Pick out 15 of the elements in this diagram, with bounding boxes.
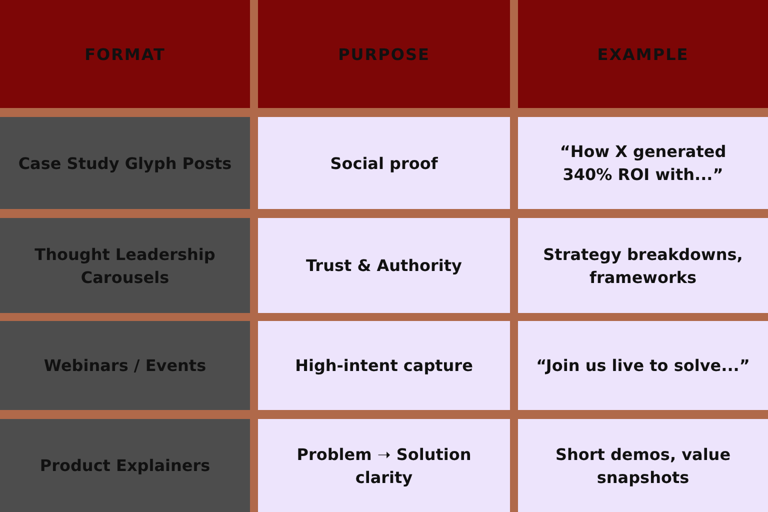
row-header: Product Explainers: [0, 419, 250, 512]
column-header: FORMAT: [0, 0, 250, 108]
table-cell: Trust & Authority: [258, 218, 510, 313]
table-cell: Problem ➝ Solution clarity: [258, 419, 510, 512]
table-cell: Social proof: [258, 117, 510, 209]
row-header: Webinars / Events: [0, 321, 250, 410]
row-header: Thought Leadership Carousels: [0, 218, 250, 313]
table-cell: High-intent capture: [258, 321, 510, 410]
row-header: Case Study Glyph Posts: [0, 117, 250, 209]
table-cell: Strategy breakdowns, frameworks: [518, 218, 768, 313]
table-cell: “How X generated 340% ROI with...”: [518, 117, 768, 209]
column-header: EXAMPLE: [518, 0, 768, 108]
table-cell: Short demos, value snapshots: [518, 419, 768, 512]
column-header: PURPOSE: [258, 0, 510, 108]
table-cell: “Join us live to solve...”: [518, 321, 768, 410]
